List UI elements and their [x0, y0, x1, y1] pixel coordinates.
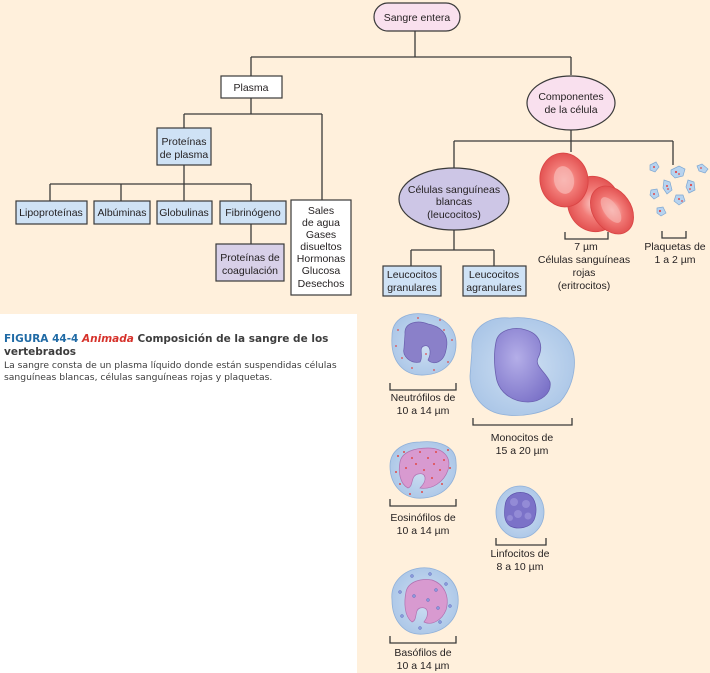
node-albumins: Albúminas [93, 200, 151, 225]
neutrophil-illustration [391, 313, 457, 376]
platelet [685, 179, 696, 194]
caption-title-block: FIGURA 44-4 Animada Composición de la sa… [4, 333, 349, 359]
animated-tag[interactable]: Animada [82, 333, 134, 345]
other-plasma-item: Gases [306, 229, 336, 241]
platelet [673, 194, 686, 206]
node-agranular-line1: Leucocitos [469, 269, 519, 281]
other-plasma-item: disueltos [300, 241, 341, 253]
caption-title: Composición de la sangre de los vertebra… [4, 333, 329, 358]
node-agranular-line2: agranulares [466, 282, 521, 294]
lymphocyte-illustration [495, 485, 545, 539]
neutrophil-label-line2: 10 a 14 µm [397, 405, 450, 417]
platelet [656, 206, 667, 217]
other-plasma-item: Sales [308, 205, 334, 217]
node-coagulation-line1: Proteínas de [220, 252, 280, 264]
basophil-scale-bar [389, 636, 457, 644]
node-wbc-line3: (leucocitos) [427, 209, 481, 221]
node-granular-leukocytes: Leucocitos granulares [382, 265, 442, 297]
node-other-plasma-components: Sales de agua Gases disueltos Hormonas G… [290, 199, 352, 296]
node-granular-line1: Leucocitos [387, 269, 437, 281]
red-cell-size-label: 7 µm [574, 241, 598, 253]
node-globulins-label: Globulinas [159, 207, 209, 219]
red-cell-name-line2: rojas [573, 267, 596, 279]
node-wbc-line1: Células sanguíneas [408, 184, 500, 196]
basophil-label-line1: Basófilos de [394, 647, 451, 659]
node-fibrinogen: Fibrinógeno [219, 200, 287, 225]
lymphocyte-scale-bar [495, 538, 547, 546]
red-blood-cells-illustration [539, 152, 634, 235]
eosinophil-label-line2: 10 a 14 µm [397, 525, 450, 537]
platelet-label-line2: 1 a 2 µm [654, 254, 695, 266]
node-plasma-proteins: Proteínas de plasma [156, 127, 212, 166]
other-plasma-item: de agua [302, 217, 340, 229]
platelet-scale-bar [661, 231, 687, 239]
other-plasma-item: Glucosa [302, 265, 341, 277]
other-plasma-item: Hormonas [297, 253, 345, 265]
figure-caption: FIGURA 44-4 Animada Composición de la sa… [4, 333, 349, 384]
node-lipoproteins-label: Lipoproteínas [19, 207, 83, 219]
node-whole-blood-label: Sangre entera [384, 12, 451, 24]
red-cell-name-line3: (eritrocitos) [558, 280, 611, 292]
monocyte-illustration [469, 317, 575, 416]
other-plasma-item: Desechos [298, 278, 345, 290]
red-blood-cell-center [600, 197, 622, 223]
node-coagulation-line2: coagulación [222, 265, 278, 277]
monocyte-label-line2: 15 a 20 µm [496, 445, 549, 457]
neutrophil-scale-bar [389, 383, 457, 391]
basophil-illustration [391, 567, 459, 635]
node-fibrinogen-label: Fibrinógeno [225, 207, 281, 219]
figure-number: FIGURA 44-4 [4, 333, 79, 345]
basophil-label-line2: 10 a 14 µm [397, 660, 450, 672]
node-lipoproteins: Lipoproteínas [15, 200, 88, 225]
red-cell-name-line1: Células sanguíneas [538, 254, 630, 266]
caption-body: La sangre consta de un plasma líquido do… [4, 360, 337, 383]
node-cell-components-line1: Componentes [538, 91, 603, 103]
node-agranular-leukocytes: Leucocitos agranulares [462, 265, 527, 297]
node-cell-components-line2: de la célula [544, 104, 597, 116]
platelets-illustration [649, 161, 709, 217]
node-cell-components: Componentes de la célula [526, 75, 616, 131]
neutrophil-label-line1: Neutrófilos de [391, 392, 456, 404]
platelet [662, 179, 673, 195]
red-cell-scale-bar [564, 232, 609, 240]
red-blood-cell-center [553, 166, 575, 194]
node-plasma-proteins-line2: de plasma [160, 149, 209, 161]
monocyte-label-line1: Monocitos de [491, 432, 554, 444]
connector-lines [49, 31, 674, 266]
eosinophil-scale-bar [389, 499, 457, 507]
eosinophil-label-line1: Eosinófilos de [390, 512, 456, 524]
node-plasma-label: Plasma [233, 82, 268, 94]
lymphocyte-label-line1: Linfocitos de [491, 548, 550, 560]
platelet-label-line1: Plaquetas de [644, 241, 705, 253]
node-plasma-proteins-line1: Proteínas [162, 136, 207, 148]
node-albumins-label: Albúminas [97, 207, 146, 219]
platelet [696, 163, 709, 174]
node-whole-blood: Sangre entera [373, 2, 461, 32]
eosinophil-illustration [389, 441, 457, 499]
node-globulins: Globulinas [156, 200, 213, 225]
node-plasma: Plasma [220, 75, 283, 99]
diagram-background-top [0, 0, 710, 314]
lymphocyte-label-line2: 8 a 10 µm [497, 561, 544, 573]
node-granular-line2: granulares [387, 282, 437, 294]
node-wbc-line2: blancas [436, 196, 472, 208]
node-white-blood-cells: Células sanguíneas blancas (leucocitos) [398, 167, 510, 231]
node-coagulation-proteins: Proteínas de coagulación [215, 243, 285, 282]
platelet [670, 165, 686, 179]
monocyte-scale-bar [472, 418, 573, 426]
